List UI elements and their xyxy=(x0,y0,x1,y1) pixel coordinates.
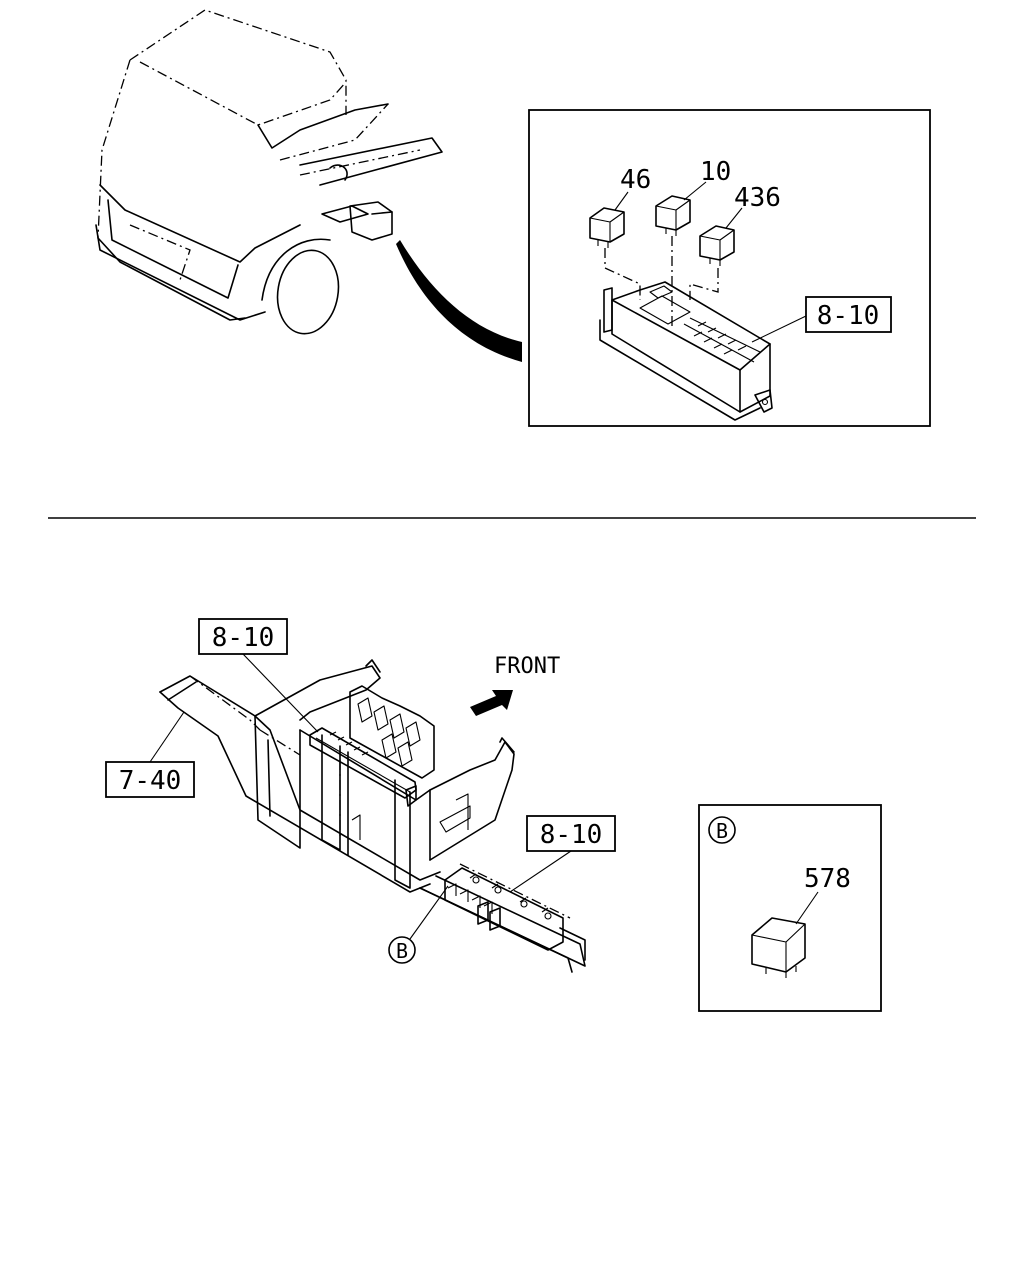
relay-46 xyxy=(589,207,625,248)
ref-label-8-10-top: 8-10 xyxy=(817,301,880,331)
truck-cab-illustration xyxy=(95,9,443,335)
front-label: FRONT xyxy=(494,654,560,679)
relay-10 xyxy=(655,195,691,236)
ref-label-7-40: 7-40 xyxy=(119,766,182,796)
relay-578 xyxy=(751,917,806,978)
detail-b-panel: B 578 xyxy=(698,804,882,1012)
fuse-box-detail-panel: 46 10 436 8-10 xyxy=(528,109,931,427)
fuse-box xyxy=(599,281,773,421)
lower-fuse-box xyxy=(419,863,586,973)
callout-578: 578 xyxy=(804,864,851,894)
front-arrow xyxy=(470,690,513,716)
callout-46: 46 xyxy=(620,165,651,195)
relay-436 xyxy=(699,225,735,266)
upper-fuse-box xyxy=(309,685,435,807)
detail-b-marker: B xyxy=(716,819,728,843)
ref-box-8-10-top xyxy=(805,296,892,333)
detail-pointer xyxy=(396,240,522,362)
ref-label-8-10-lower: 8-10 xyxy=(540,820,603,850)
view-marker-b: B xyxy=(396,939,408,963)
ref-label-8-10-upper: 8-10 xyxy=(212,623,275,653)
chassis-illustration: FRONT 8-10 7-40 8-10 B xyxy=(105,618,616,973)
